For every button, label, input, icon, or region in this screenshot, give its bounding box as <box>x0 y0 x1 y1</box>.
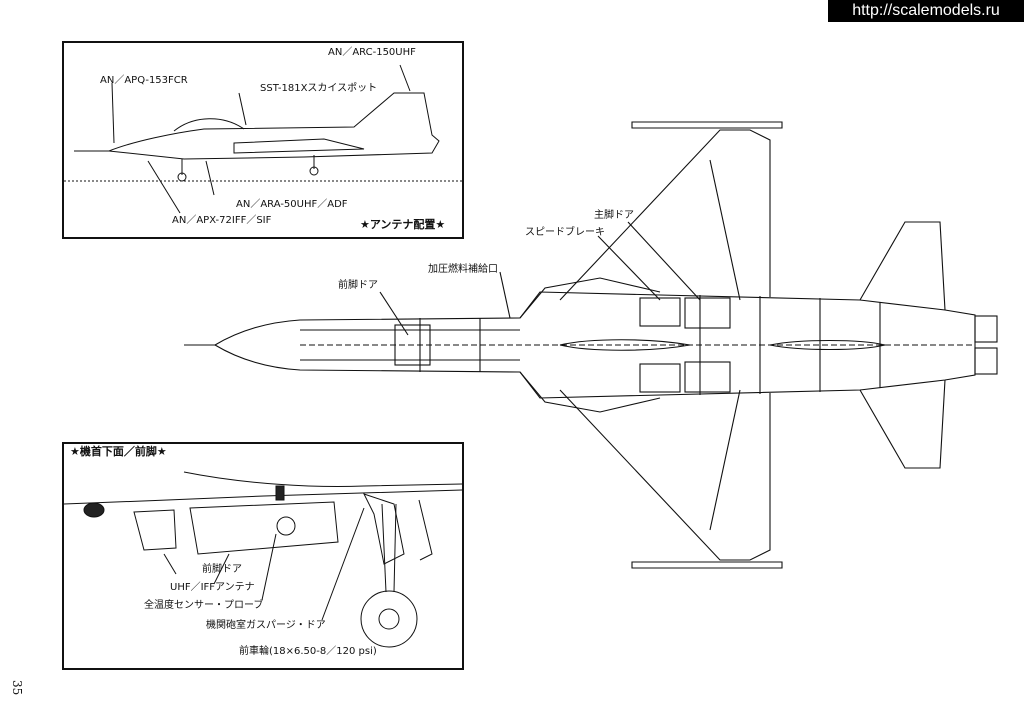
page-number: 35 <box>10 680 24 696</box>
watermark: http://scalemodels.ru <box>828 0 1024 22</box>
nose-gear-panel: ★機首下面／前脚★ 前脚ドア UHF／IFFアンテナ 全温度センサー・プローブ … <box>62 442 464 670</box>
wing-lower <box>559 389 771 561</box>
arc150-label: AN／ARC-150UHF <box>328 47 416 58</box>
uhf-iff-label: UHF／IFFアンテナ <box>170 582 255 593</box>
nose-door-label: 前脚ドア <box>202 564 242 575</box>
fuselage-outline <box>213 291 976 399</box>
antenna-panel: AN／ARC-150UHF AN／APQ-153FCR SST-181Xスカイス… <box>62 41 464 239</box>
nose-underside-drawing <box>64 471 462 648</box>
wingtip-lower <box>631 561 783 569</box>
pressure-refuel-label: 加圧燃料補給口 <box>428 264 498 275</box>
nose-panel-title: ★機首下面／前脚★ <box>70 445 167 458</box>
tailplane-upper <box>859 221 946 311</box>
tailplane-lower <box>859 379 946 469</box>
temp-probe-label: 全温度センサー・プローブ <box>144 600 264 611</box>
side-view-drawing <box>64 64 462 214</box>
sst181-label: SST-181Xスカイスポット <box>260 83 378 94</box>
apx72-label: AN／APX-72IFF／SIF <box>172 215 272 226</box>
purge-door-label: 機関砲室ガスパージ・ドア <box>206 620 326 631</box>
antenna-panel-title: ★アンテナ配置★ <box>360 218 446 231</box>
wingtip-upper <box>631 121 783 129</box>
speed-brake-label: スピードブレーキ <box>525 227 605 238</box>
main-gear-door-label: 主脚ドア <box>594 210 634 221</box>
nose-gear-door-shape <box>394 324 431 366</box>
apq153-label: AN／APQ-153FCR <box>100 75 188 86</box>
nose-gear-door-label: 前脚ドア <box>338 280 378 291</box>
nose-wheel-label: 前車輪(18×6.50-8／120 psi) <box>239 646 377 657</box>
wing-upper <box>559 129 771 301</box>
ara50-label: AN／ARA-50UHF／ADF <box>236 199 348 210</box>
